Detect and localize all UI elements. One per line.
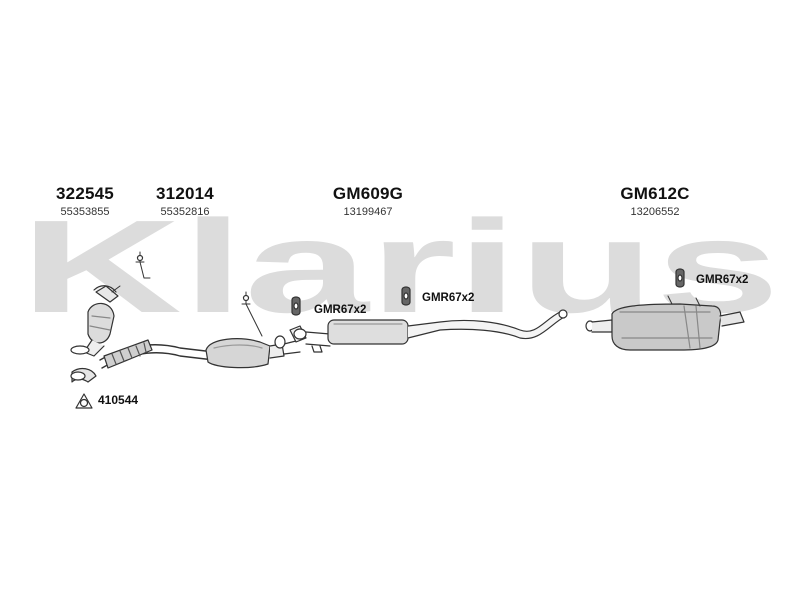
gasket-label: 410544 — [98, 393, 139, 407]
front-catalyst-icon — [70, 251, 151, 383]
oe-number: 55353855 — [60, 206, 110, 218]
part-gm609g: GM609G 13199467 — [318, 184, 418, 218]
mid-catalyst-icon — [99, 291, 301, 369]
part-number: GM609G — [332, 184, 404, 203]
oe-number: 13199467 — [343, 206, 393, 218]
mounting-label: GMR67x2 — [696, 274, 749, 286]
part-322545: 322545 55353855 — [40, 184, 130, 218]
oe-number: 13206552 — [630, 206, 680, 218]
part-gm612c: GM612C 13206552 — [605, 184, 705, 218]
part-312014: 312014 55352816 — [140, 184, 230, 218]
part-number: 312014 — [156, 184, 214, 203]
mounting-rubber-icon — [401, 286, 411, 306]
mounting-rubber-icon — [675, 268, 685, 288]
oe-number: 55352816 — [160, 206, 210, 218]
centre-silencer-icon — [289, 309, 568, 353]
mounting-label: GMR67x2 — [314, 304, 367, 316]
gasket-icon — [75, 393, 93, 409]
mounting-label: GMR67x2 — [422, 292, 475, 304]
rear-silencer-icon — [585, 295, 745, 351]
part-number: GM612C — [620, 184, 690, 203]
mounting-rubber-icon — [291, 296, 301, 316]
part-number: 322545 — [56, 184, 114, 203]
